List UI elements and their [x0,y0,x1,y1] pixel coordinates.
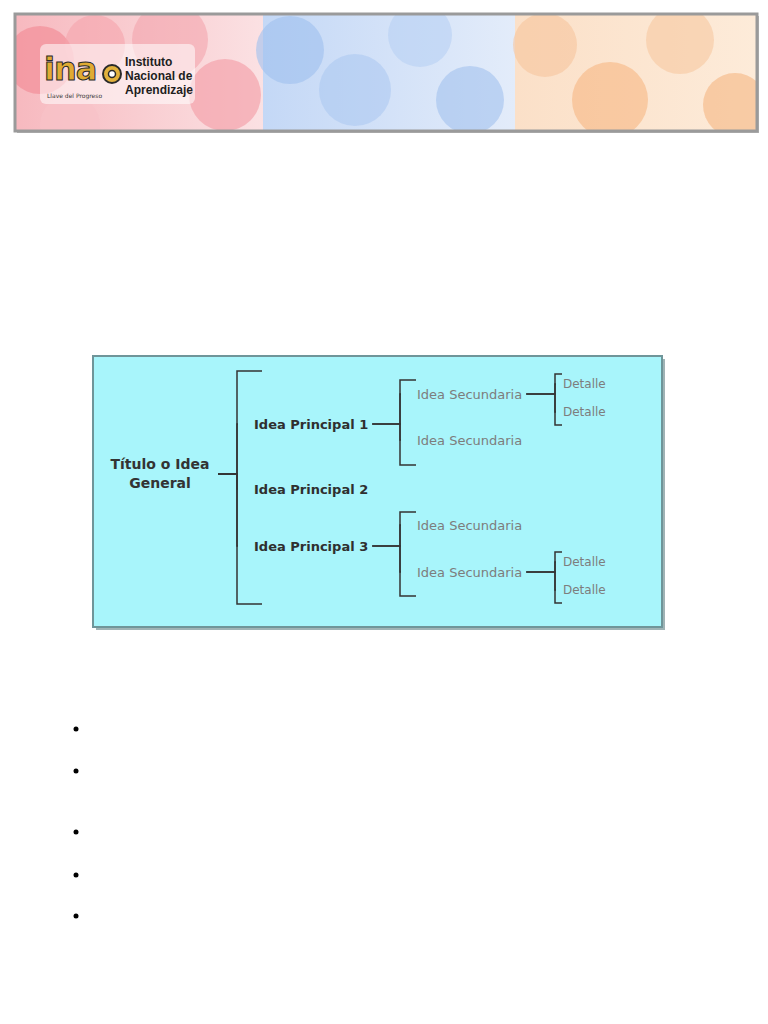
detail: Detalle [556,403,609,422]
secondary-idea: Idea Secundaria [401,562,526,583]
detail: Detalle [556,375,609,394]
detail: Detalle [556,553,609,572]
banner-bubble [436,66,504,131]
node-text: Detalle [563,555,606,570]
main-idea: Idea Principal 1 [238,414,372,435]
node-text: Idea Principal 2 [254,481,368,498]
banner-bubble [646,14,714,74]
bracket [400,512,416,596]
node-text: Idea Principal 1 [254,416,368,433]
bullet [74,873,79,878]
logo-name: Instituto Nacional de Aprendizaje [125,55,201,97]
main-idea: Idea Principal 2 [238,479,372,500]
node-text: Idea Secundaria [417,564,522,581]
bracket-connector [526,572,556,590]
bracket-connector [526,562,556,572]
logo-motto: Llave del Progreso [47,92,102,99]
banner-bubble [319,54,391,126]
bracket-connector [526,384,556,394]
banner-frame [15,14,757,131]
node-text: Idea Secundaria [417,432,522,449]
bullet [74,914,79,919]
detail: Detalle [556,581,609,600]
node-text: Idea Secundaria [417,386,522,403]
banner-bubble [513,14,577,77]
bracket-connector [218,474,238,489]
logo-key-hole [109,71,116,78]
logo-key [103,65,121,83]
node-text: Detalle [563,405,606,420]
banner-bubble [189,59,261,131]
main-idea: Idea Principal 3 [238,536,372,557]
bracket-connector [372,424,401,440]
bracket-connector [218,424,238,474]
node-text: Detalle [563,377,606,392]
node-text: Título o Idea General [110,455,210,493]
banner-bubble [572,62,648,131]
bullet [74,769,79,774]
bullet [74,830,79,835]
diagram-panel [93,356,662,627]
logo-mark: ina [44,52,96,86]
bracket-connector [218,474,238,546]
bracket-connector [372,546,401,572]
bracket [555,374,562,425]
banner-bubble [703,73,757,131]
bracket-connector [372,525,401,546]
bracket-connector [372,394,401,424]
bracket [400,380,416,465]
secondary-idea: Idea Secundaria [401,430,526,451]
bracket [555,552,562,603]
bracket-connector [526,394,556,412]
banner [15,14,757,131]
node-text: Detalle [563,583,606,598]
secondary-idea: Idea Secundaria [401,384,526,405]
secondary-idea: Idea Secundaria [401,515,526,536]
title-node: Título o Idea General [106,453,218,495]
bullet [74,727,79,732]
node-text: Idea Secundaria [417,517,522,534]
banner-bubble [256,16,324,84]
node-text: Idea Principal 3 [254,538,368,555]
banner-bubble [388,14,452,67]
